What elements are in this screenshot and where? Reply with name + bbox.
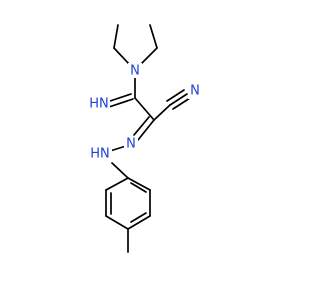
bond-central-nitrile-c	[153, 104, 171, 121]
bond-nh-ring	[111, 162, 129, 179]
bond-hydrazone-double-a	[137, 119, 155, 141]
ring-bond-6	[105, 177, 129, 191]
ring-bond-4	[105, 215, 129, 230]
atom-n-hydrazone: N	[126, 137, 136, 152]
bond-amidine-central	[134, 97, 155, 121]
molecule-diagram: N HN N N HN	[88, 24, 202, 253]
bond-nitrile-3	[172, 97, 191, 110]
bond-n-ethyl1	[113, 47, 130, 65]
ring-bond-1	[127, 177, 151, 191]
bonds	[105, 24, 191, 253]
atom-n-nitrile: N	[190, 84, 200, 99]
atom-labels: N HN N N HN	[88, 63, 202, 162]
bond-hydrazone-double-b	[133, 116, 150, 136]
bond-ethyl2-ch3	[149, 24, 158, 49]
bond-imine-double-b	[106, 93, 132, 103]
ring-inner-1	[130, 182, 147, 193]
bond-nitrile-2	[166, 89, 185, 102]
bond-n-n	[109, 145, 127, 152]
atom-n-amine: N	[130, 64, 140, 79]
bond-nitrile-1	[169, 93, 188, 106]
bond-imine-double-a	[108, 98, 134, 108]
ring-bond-3	[127, 215, 151, 230]
bond-n-ethyl2	[140, 47, 158, 65]
atom-imine-hn: HN	[89, 97, 109, 112]
bond-ethyl1-ch3	[113, 24, 119, 49]
atom-nh-hydrazone: HN	[90, 147, 110, 162]
ring-inner-2	[130, 212, 147, 223]
